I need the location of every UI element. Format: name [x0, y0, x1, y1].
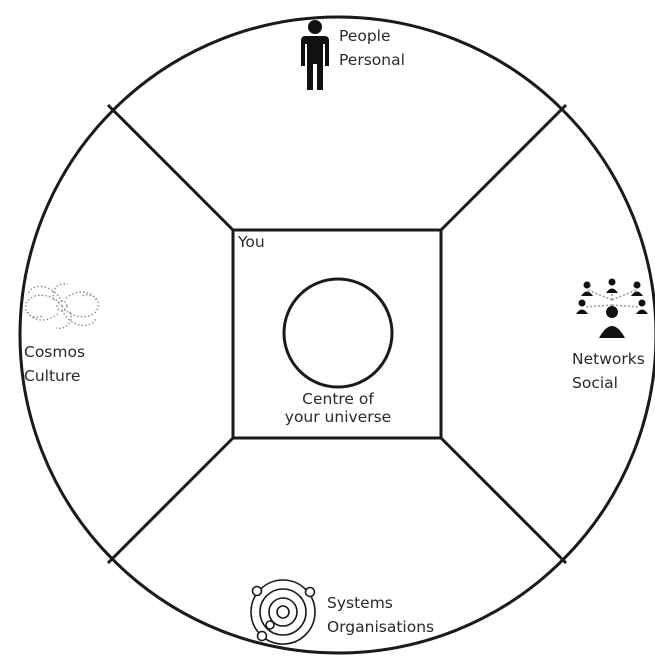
center-title-line1: Centre of — [302, 390, 374, 408]
divider-top-left — [106, 103, 235, 232]
center-corner-label: You — [238, 233, 265, 251]
person-icon — [301, 20, 329, 90]
bottom-label-line1: Systems — [327, 594, 393, 612]
right-section-label: Networks Social — [572, 347, 645, 395]
top-section-label: People Personal — [339, 24, 405, 72]
center-square — [231, 228, 443, 440]
divider-bottom-right — [439, 436, 568, 565]
right-label-line1: Networks — [572, 350, 645, 368]
top-label-line1: People — [339, 27, 391, 45]
network-icon — [576, 278, 648, 338]
left-section-label: Cosmos Culture — [24, 340, 85, 388]
center-title: Centre of your universe — [262, 390, 414, 426]
left-label-line1: Cosmos — [24, 343, 86, 361]
divider-top-right — [439, 103, 568, 232]
bottom-label-line2: Organisations — [327, 618, 435, 636]
left-label-line2: Culture — [24, 367, 81, 385]
galaxy-icon — [24, 283, 100, 329]
orbit-icon — [250, 579, 316, 645]
divider-bottom-left — [106, 436, 235, 565]
bottom-section-label: Systems Organisations — [327, 591, 434, 639]
outer-circle — [18, 15, 655, 655]
center-title-line2: your universe — [284, 408, 392, 426]
right-label-line2: Social — [572, 374, 618, 392]
top-label-line2: Personal — [339, 51, 405, 69]
inner-circle — [282, 277, 394, 389]
